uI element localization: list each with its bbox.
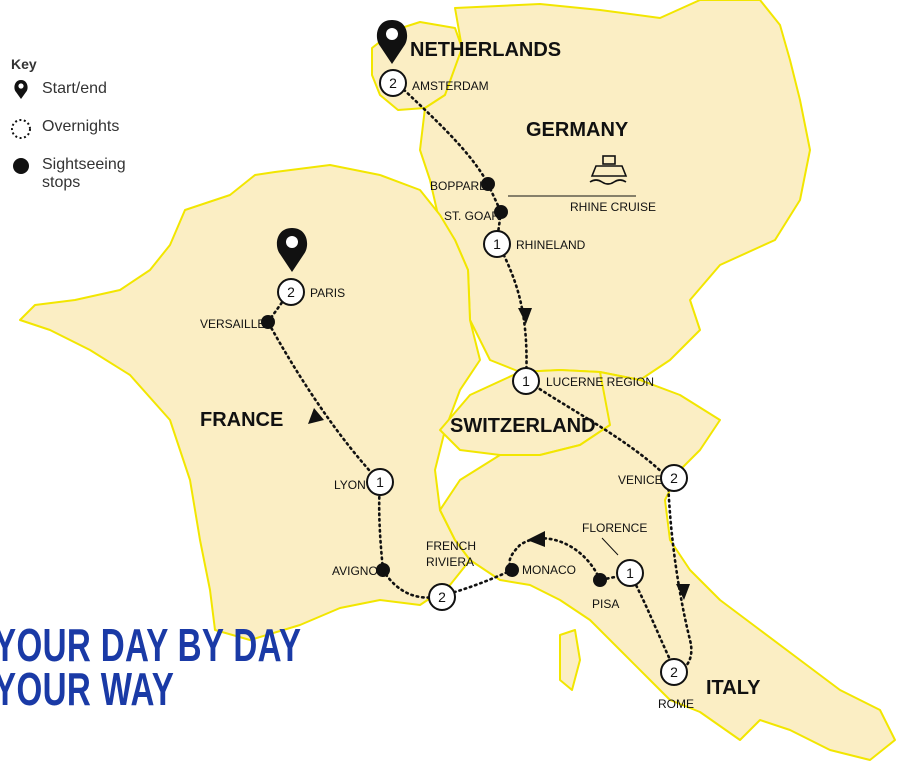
svg-text:2: 2 [389,75,397,91]
map-pin-icon [8,80,34,100]
label-rhineland: RHINELAND [516,238,586,252]
label-venice: VENICE [618,473,663,487]
overnight-markers: 2 1 2 1 2 1 2 1 [277,69,688,686]
svg-text:1: 1 [522,373,530,389]
overnight-florence: 1 [616,559,644,587]
overnight-rhineland: 1 [483,230,511,258]
map-pin-icon [376,20,408,64]
stop-boppard [481,177,495,191]
overnight-lucerne: 1 [512,367,540,395]
sightseeing-dot-icon [8,156,34,176]
label-monaco: MONACO [522,563,576,577]
svg-text:2: 2 [287,284,295,300]
label-rome: ROME [658,697,694,711]
label-lucerne: LUCERNE REGION [546,375,654,389]
label-avignon: AVIGNON [332,564,386,578]
label-florence: FLORENCE [582,521,647,535]
svg-text:2: 2 [670,470,678,486]
land-italy [439,371,896,761]
florence-leader-line [601,537,619,556]
land-germany [419,0,811,381]
label-pisa: PISA [592,597,619,611]
svg-text:1: 1 [626,565,634,581]
label-boppard: BOPPARD [430,179,488,193]
key-overnights: Overnights [8,118,188,142]
label-french-riviera-2: RIVIERA [426,555,474,569]
label-rhine-cruise: RHINE CRUISE [570,200,656,214]
country-labels: NETHERLANDS GERMANY FRANCE SWITZERLAND I… [200,39,761,699]
overnight-riviera: 2 [428,583,456,611]
headline-line-2: YOUR WAY [0,663,175,715]
place-labels: AMSTERDAM BOPPARD ST. GOAR RHINE CRUISE … [200,79,694,711]
label-st-goar: ST. GOAR [444,209,500,223]
key-start-end: Start/end [8,80,188,104]
stop-monaco [505,563,519,577]
svg-text:2: 2 [438,589,446,605]
overnight-amsterdam: 2 [379,69,407,97]
start-pins [276,20,408,272]
land-france [19,164,481,641]
label-germany: GERMANY [526,119,629,141]
label-versailles: VERSAILLES [200,317,273,331]
direction-arrows [308,308,690,600]
arrow-icon [527,531,545,547]
route-venice-rome [666,476,693,674]
svg-text:1: 1 [376,474,384,490]
overnight-lyon: 1 [366,468,394,496]
stop-versailles [261,315,275,329]
stop-st-goar [494,205,508,219]
map-pin-icon [276,228,308,272]
label-switzerland: SWITZERLAND [450,415,596,437]
overnight-venice: 2 [660,464,688,492]
label-amsterdam: AMSTERDAM [412,79,489,93]
svg-text:1: 1 [493,236,501,252]
label-paris: PARIS [310,286,345,300]
map-key: Key Start/end Overnights Sightseeing sto… [8,56,188,210]
land [19,0,896,761]
arrow-icon [676,584,690,600]
label-netherlands: NETHERLANDS [410,39,561,61]
arrow-icon [308,408,324,424]
route-lyon-versailles [266,320,382,484]
route-amsterdam-boppard [398,84,490,186]
headline: YOUR DAY BY DAY YOUR WAY [0,619,302,715]
svg-text:2: 2 [670,664,678,680]
arrow-icon [518,308,532,324]
key-sightseeing: Sightseeing stops [8,156,188,196]
label-italy: ITALY [706,677,761,699]
ship-icon [589,155,628,185]
headline-line-1: YOUR DAY BY DAY [0,619,302,671]
stop-pisa [593,573,607,587]
sightseeing-stops [261,177,607,587]
key-title: Key [11,56,37,72]
overnight-rome: 2 [660,658,688,686]
stop-avignon [376,563,390,577]
land-corsica [559,629,581,691]
label-french-riviera-1: FRENCH [426,539,476,553]
overnight-paris: 2 [277,278,305,306]
route-lucerne-venice [524,378,670,480]
overnight-icon [8,118,34,140]
label-france: FRANCE [200,409,283,431]
label-lyon: LYON [334,478,366,492]
